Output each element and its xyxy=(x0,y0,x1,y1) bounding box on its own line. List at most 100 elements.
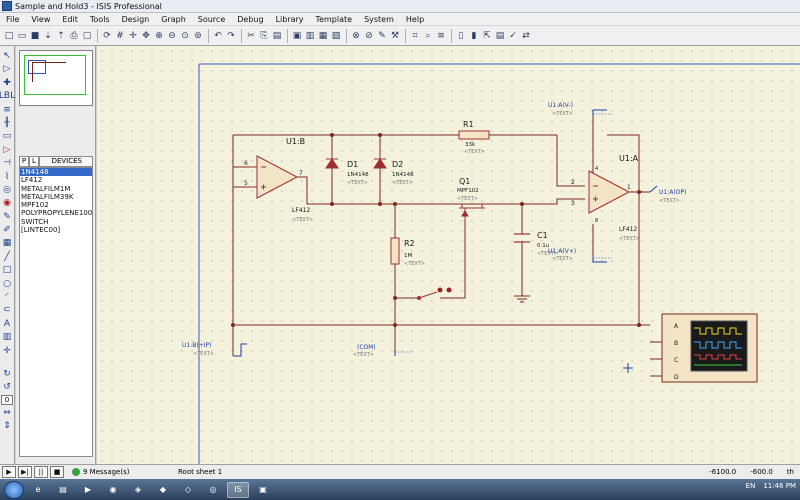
step-button[interactable]: ▶| xyxy=(18,466,32,478)
menu-source[interactable]: Source xyxy=(197,14,226,24)
redo-icon[interactable]: ↷ xyxy=(227,30,235,41)
marker-icon[interactable]: ✛ xyxy=(3,345,11,356)
device-item[interactable]: [LINTEC00] xyxy=(21,226,61,235)
copy-icon[interactable]: ⎘ xyxy=(260,30,268,41)
subcircuit-icon[interactable]: ▭ xyxy=(2,131,12,142)
voltage-probe-icon[interactable]: ✎ xyxy=(3,211,11,222)
import-icon[interactable]: ⇣ xyxy=(44,30,52,41)
oscilloscope-instrument[interactable] xyxy=(661,313,758,383)
media-taskbar-icon[interactable]: ▶ xyxy=(84,485,92,494)
mirror-vertical-icon[interactable]: ⇕ xyxy=(3,421,11,432)
text-icon[interactable]: A xyxy=(3,318,11,329)
export-icon[interactable]: ⇡ xyxy=(57,30,65,41)
block-copy-icon[interactable]: ▣ xyxy=(292,30,302,41)
app-taskbar-icon-2[interactable]: ◆ xyxy=(159,485,167,494)
symbol-icon[interactable]: ▥ xyxy=(2,332,12,343)
undo-icon[interactable]: ↶ xyxy=(214,30,222,41)
app-taskbar-icon-3[interactable]: ◇ xyxy=(184,485,192,494)
grid-icon[interactable]: # xyxy=(116,30,124,41)
pan-icon[interactable]: ✥ xyxy=(142,30,150,41)
menu-file[interactable]: File xyxy=(6,14,20,24)
box-icon[interactable]: □ xyxy=(2,265,12,276)
search-tag-icon[interactable]: ⌕ xyxy=(425,30,431,41)
new-file-icon[interactable]: □ xyxy=(4,30,14,41)
menu-tools[interactable]: Tools xyxy=(89,14,110,24)
decompose-icon[interactable]: ⚒ xyxy=(390,30,400,41)
save-icon[interactable]: ■ xyxy=(30,30,40,41)
block-delete-icon[interactable]: ▧ xyxy=(331,30,341,41)
zoom-area-icon[interactable]: ⊚ xyxy=(194,30,202,41)
device-list[interactable]: 1N4148 LF412 METALFILM1M METALFILM39K MP… xyxy=(19,167,93,457)
wire-autorouter-icon[interactable]: ⌗ xyxy=(412,30,418,41)
wire-label-icon[interactable]: LBL xyxy=(0,91,16,102)
menu-graph[interactable]: Graph xyxy=(161,14,186,24)
packaging-icon[interactable]: ✎ xyxy=(378,30,386,41)
rotation-field[interactable]: 0 xyxy=(1,394,13,405)
block-move-icon[interactable]: ▥ xyxy=(305,30,315,41)
menu-design[interactable]: Design xyxy=(121,14,150,24)
property-tool-icon[interactable]: ≡ xyxy=(437,30,445,41)
device-item[interactable]: POLYPROPYLENE100N xyxy=(21,209,92,218)
selection-mode-icon[interactable]: ↖ xyxy=(3,51,11,61)
graph-mode-icon[interactable]: ⌇ xyxy=(4,171,10,182)
device-pins-icon[interactable]: ⊣ xyxy=(3,158,11,169)
clock[interactable]: 11:46 PM xyxy=(763,482,796,490)
isis-taskbar-icon[interactable]: IS xyxy=(227,481,249,498)
circle-icon[interactable]: ○ xyxy=(3,278,11,289)
device-item[interactable]: SWITCH xyxy=(21,217,49,226)
pick-device-icon[interactable]: ⊗ xyxy=(352,30,360,41)
print-icon[interactable]: ⎙ xyxy=(70,30,78,41)
play-button[interactable]: ▶ xyxy=(2,466,16,478)
pause-button[interactable]: || xyxy=(34,466,48,478)
firefox-taskbar-icon[interactable]: ◉ xyxy=(109,485,117,494)
origin-icon[interactable]: ✛ xyxy=(129,30,137,41)
app-taskbar-icon[interactable]: ◈ xyxy=(134,485,142,494)
make-device-icon[interactable]: ⊘ xyxy=(365,30,373,41)
cut-icon[interactable]: ✂ xyxy=(247,30,255,41)
rotate-cw-icon[interactable]: ↻ xyxy=(3,368,11,379)
text-script-icon[interactable]: ≡ xyxy=(3,104,11,115)
current-probe-icon[interactable]: ✐ xyxy=(3,225,11,236)
device-item[interactable]: MPF102 xyxy=(21,201,49,210)
menu-system[interactable]: System xyxy=(364,14,394,24)
buses-icon[interactable]: ╫ xyxy=(4,117,10,128)
generator-icon[interactable]: ◉ xyxy=(3,198,11,209)
exit-to-parent-icon[interactable]: ⇱ xyxy=(483,30,491,41)
menu-template[interactable]: Template xyxy=(315,14,353,24)
menu-debug[interactable]: Debug xyxy=(237,14,264,24)
ie-taskbar-icon[interactable]: e xyxy=(35,485,41,494)
explorer-taskbar-icon[interactable]: ▤ xyxy=(59,485,67,494)
device-item[interactable]: 1N4148 xyxy=(20,168,92,177)
refresh-icon[interactable]: ⟳ xyxy=(103,30,111,41)
line-icon[interactable]: ╱ xyxy=(4,251,10,262)
terminals-icon[interactable]: ▷ xyxy=(3,144,11,155)
menu-help[interactable]: Help xyxy=(405,14,425,24)
bill-of-materials-icon[interactable]: ▤ xyxy=(495,30,505,41)
menu-edit[interactable]: Edit xyxy=(62,14,78,24)
overview-window[interactable] xyxy=(19,50,93,106)
stop-button[interactable]: ■ xyxy=(50,466,64,478)
pick-devices-button[interactable]: P xyxy=(19,156,29,167)
block-rotate-icon[interactable]: ▦ xyxy=(318,30,328,41)
mirror-horizontal-icon[interactable]: ⇔ xyxy=(3,407,11,418)
schematic-canvas[interactable]: U1:B LF412 <TEXT> 6 5 7 D1 1N4148 <TEXT>… xyxy=(97,46,800,464)
arc-icon[interactable]: ◜ xyxy=(5,292,9,303)
zoom-all-icon[interactable]: ⊙ xyxy=(181,30,189,41)
messages-indicator[interactable]: 9 Message(s) xyxy=(72,468,129,476)
new-sheet-icon[interactable]: ▯ xyxy=(458,30,464,41)
electrical-rule-check-icon[interactable]: ✓ xyxy=(509,30,517,41)
app-taskbar-icon-4[interactable]: ◎ xyxy=(209,485,217,494)
netlist-icon[interactable]: ⇄ xyxy=(522,30,530,41)
menu-library[interactable]: Library xyxy=(275,14,304,24)
component-mode-icon[interactable]: ▷ xyxy=(3,64,11,75)
start-button[interactable] xyxy=(4,480,24,499)
tape-recorder-icon[interactable]: ◎ xyxy=(3,184,11,195)
zoom-out-icon[interactable]: ⊖ xyxy=(168,30,176,41)
junction-dot-icon[interactable]: ✚ xyxy=(3,77,11,88)
zoom-in-icon[interactable]: ⊕ xyxy=(155,30,163,41)
language-indicator[interactable]: EN xyxy=(745,482,756,490)
path-icon[interactable]: ⊂ xyxy=(3,305,11,316)
virtual-instruments-icon[interactable]: ▦ xyxy=(2,238,12,249)
device-item[interactable]: METALFILM39K xyxy=(21,192,74,201)
paste-icon[interactable]: ▤ xyxy=(272,30,282,41)
